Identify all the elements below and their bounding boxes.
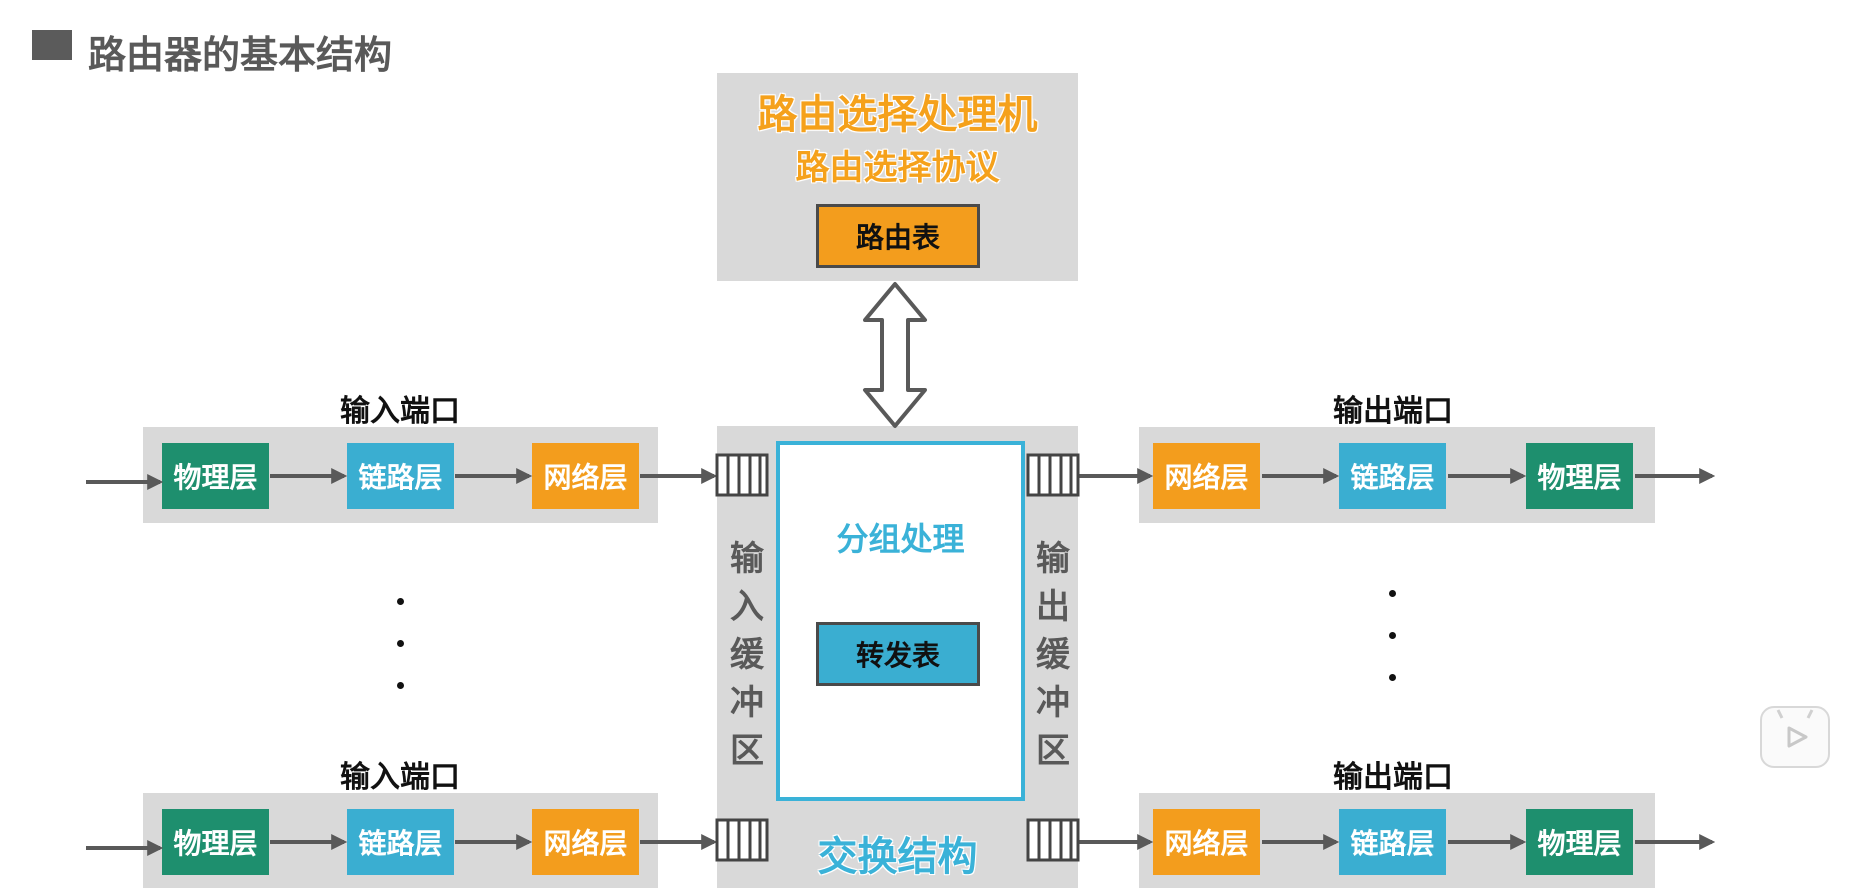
switch-fabric-label: 交换结构: [817, 834, 978, 880]
input-physical-layer: 物理层: [162, 809, 269, 875]
output-buffer-queue: [1026, 818, 1080, 862]
output-physical-layer: 物理层: [1526, 809, 1633, 875]
output-buffer-queue: [1026, 453, 1080, 497]
player-icon[interactable]: [1760, 706, 1830, 768]
output-port-label: 输出端口: [1333, 760, 1453, 795]
ellipsis-dot: [1389, 674, 1396, 681]
ellipsis-dot: [397, 640, 404, 647]
input-link-layer: 链路层: [347, 809, 454, 875]
ellipsis-dot: [1389, 590, 1396, 597]
output-network-layer: 网络层: [1153, 809, 1260, 875]
routing-protocol-label: 路由选择协议: [795, 148, 1000, 188]
output-buffer-label: 输 出 缓 冲 区: [1036, 539, 1070, 771]
output-physical-layer: 物理层: [1526, 443, 1633, 509]
forwarding-table: 转发表: [816, 622, 980, 686]
input-network-layer: 网络层: [532, 809, 639, 875]
double-arrow-icon: [863, 282, 927, 428]
output-port-label: 输出端口: [1333, 394, 1453, 429]
page-title: 路由器的基本结构: [88, 33, 393, 77]
routing-table: 路由表: [816, 204, 980, 268]
input-physical-layer: 物理层: [162, 443, 269, 509]
input-link-layer: 链路层: [347, 443, 454, 509]
packet-processing-box: [776, 441, 1025, 801]
input-port-label: 输入端口: [340, 760, 460, 795]
output-link-layer: 链路层: [1339, 809, 1446, 875]
ellipsis-dot: [397, 682, 404, 689]
packet-processing-label: 分组处理: [836, 520, 965, 558]
input-network-layer: 网络层: [532, 443, 639, 509]
output-link-layer: 链路层: [1339, 443, 1446, 509]
output-network-layer: 网络层: [1153, 443, 1260, 509]
input-buffer-label: 输 入 缓 冲 区: [730, 539, 764, 771]
ellipsis-dot: [397, 598, 404, 605]
input-buffer-queue: [715, 453, 769, 497]
input-buffer-queue: [715, 818, 769, 862]
routing-processor-title: 路由选择处理机: [757, 92, 1038, 138]
title-square-icon: [32, 30, 72, 60]
input-port-label: 输入端口: [340, 394, 460, 429]
ellipsis-dot: [1389, 632, 1396, 639]
